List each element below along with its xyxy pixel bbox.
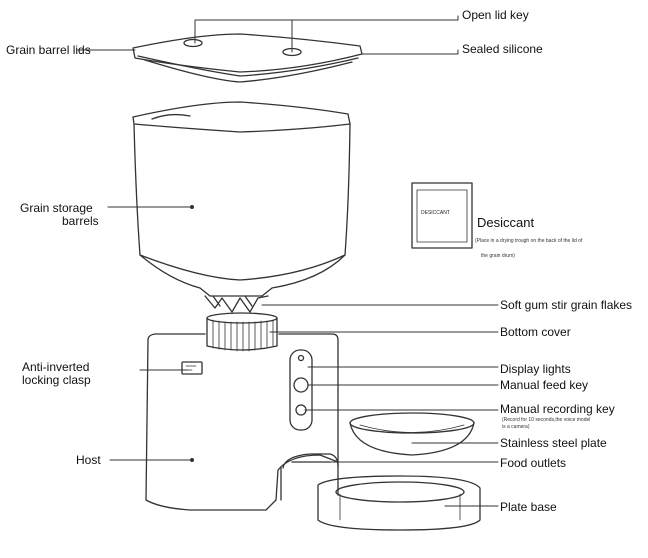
grain-barrel-lid [132, 33, 363, 83]
clasp-marker [181, 361, 203, 375]
leader-lines [77, 15, 499, 507]
manual-feed-key-shape [293, 377, 309, 393]
label-anti-inverted-1: Anti-inverted [22, 360, 90, 374]
recording-note-1: (Record for 10 seconds,the voice model [502, 417, 591, 423]
grain-storage-barrel [132, 101, 351, 297]
label-desiccant: Desiccant [477, 215, 535, 230]
open-lid-key-left [183, 38, 203, 48]
label-soft-gum: Soft gum stir grain flakes [500, 298, 633, 312]
label-manual-recording-key: Manual recording key [500, 402, 615, 416]
host-body [145, 333, 339, 511]
label-display-lights: Display lights [500, 362, 571, 376]
recording-note-2: is a camera) [502, 424, 530, 430]
label-grain-storage-1: Grain storage [20, 201, 93, 215]
label-stainless-plate: Stainless steel plate [500, 436, 607, 450]
desiccant-packet [411, 182, 473, 249]
desiccant-note-2: the grain drum) [481, 253, 515, 259]
label-grain-storage-2: barrels [62, 214, 99, 228]
desiccant-packet-text: DESICCANT [421, 210, 450, 216]
label-open-lid-key: Open lid key [462, 8, 529, 22]
stainless-plate [349, 412, 475, 456]
label-grain-barrel-lids: Grain barrel lids [6, 43, 91, 57]
label-host: Host [76, 453, 101, 467]
plate-base [317, 475, 481, 531]
label-bottom-cover: Bottom cover [500, 325, 571, 339]
bottom-cover-gear [206, 312, 278, 352]
label-plate-base: Plate base [500, 500, 557, 514]
label-sealed-silicone: Sealed silicone [462, 42, 543, 56]
label-anti-inverted-2: locking clasp [22, 373, 91, 387]
label-manual-feed-key: Manual feed key [500, 378, 589, 392]
desiccant-note-1: (Place in a drying trough on the back of… [475, 238, 583, 244]
label-food-outlets: Food outlets [500, 456, 567, 470]
stir-flakes [204, 295, 269, 313]
control-strip [289, 349, 313, 431]
